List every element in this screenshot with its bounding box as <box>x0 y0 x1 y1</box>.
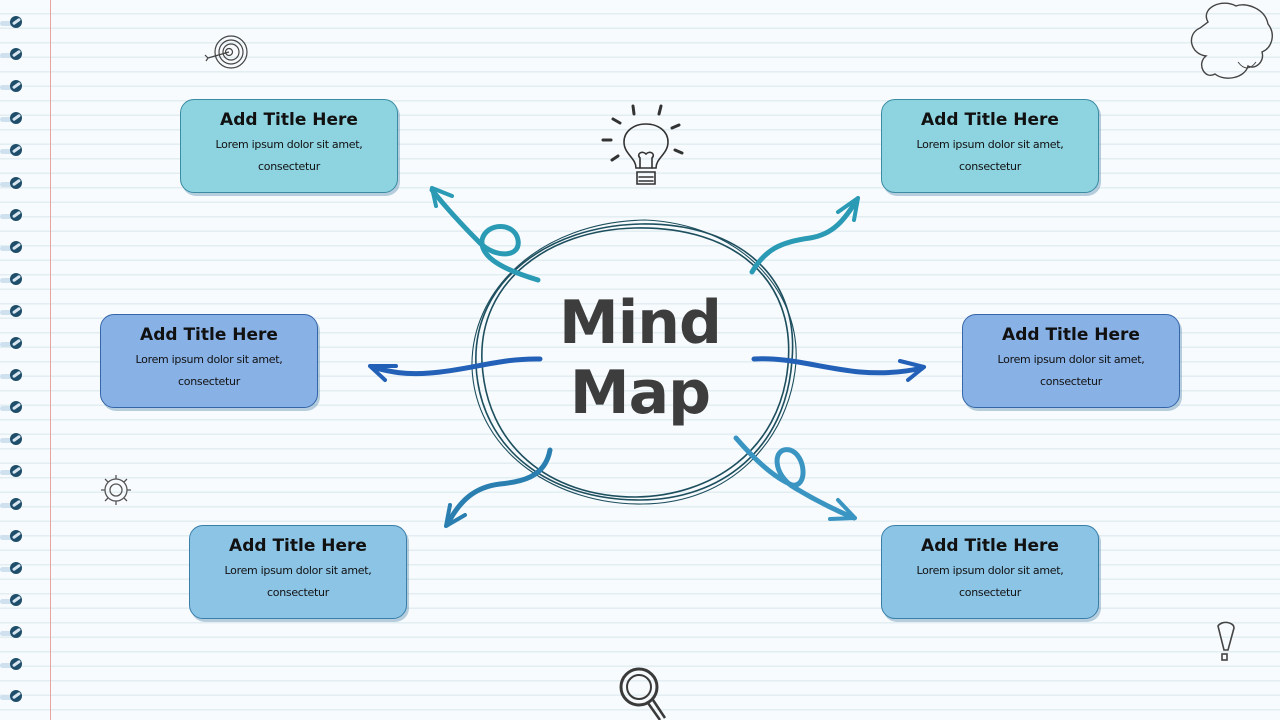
spiral-ring <box>0 658 26 672</box>
spiral-ring <box>0 144 26 158</box>
spiral-ring <box>0 625 26 640</box>
node-top-right[interactable]: Add Title Here Lorem ipsum dolor sit ame… <box>881 99 1099 193</box>
arrow-top-right <box>749 196 860 275</box>
spiral-ring <box>0 304 26 319</box>
node-title: Add Title Here <box>921 110 1059 130</box>
center-title[interactable]: Mind Map <box>520 288 760 428</box>
spiral-ring <box>0 465 26 479</box>
magnifier-icon <box>619 667 667 720</box>
spiral-ring <box>0 369 26 383</box>
spiral-ring <box>0 433 26 447</box>
spiral-ring <box>0 208 26 223</box>
node-body: Lorem ipsum dolor sit amet, consectetur <box>916 564 1064 599</box>
node-bottom-left[interactable]: Add Title Here Lorem ipsum dolor sit ame… <box>189 525 407 619</box>
node-body: Lorem ipsum dolor sit amet, consectetur <box>997 353 1145 388</box>
spiral-ring <box>0 497 26 512</box>
gear-icon <box>101 475 131 505</box>
arrow-top-left <box>429 186 541 283</box>
notebook-spiral <box>0 0 30 720</box>
node-body: Lorem ipsum dolor sit amet, consectetur <box>135 353 283 388</box>
exclamation-icon <box>1217 621 1235 661</box>
spiral-ring <box>0 48 26 62</box>
spiral-ring <box>0 593 26 608</box>
arrow-middle-left <box>368 356 543 382</box>
node-middle-left[interactable]: Add Title Here Lorem ipsum dolor sit ame… <box>100 314 318 408</box>
spiral-ring <box>0 690 26 704</box>
node-body: Lorem ipsum dolor sit amet, consectetur <box>224 564 372 599</box>
center-title-line2: Map <box>569 358 711 428</box>
node-body: Lorem ipsum dolor sit amet, consectetur <box>916 138 1064 173</box>
lightbulb-icon <box>601 104 684 185</box>
arrow-middle-right <box>751 356 926 382</box>
spiral-ring <box>0 80 26 94</box>
node-title: Add Title Here <box>921 536 1059 556</box>
margin-line <box>50 0 51 720</box>
node-title: Add Title Here <box>140 325 278 345</box>
spiral-ring <box>0 112 26 126</box>
spiral-ring <box>0 16 26 30</box>
thought-cloud-icon <box>1190 2 1273 79</box>
node-middle-right[interactable]: Add Title Here Lorem ipsum dolor sit ame… <box>962 314 1180 408</box>
spiral-ring <box>0 337 26 351</box>
node-title: Add Title Here <box>220 110 358 130</box>
arrow-bottom-left <box>444 447 553 528</box>
spiral-ring <box>0 176 26 191</box>
arrow-bottom-right <box>733 435 857 521</box>
spiral-ring <box>0 529 26 544</box>
spiral-ring <box>0 240 26 255</box>
node-body: Lorem ipsum dolor sit amet, consectetur <box>215 138 363 173</box>
node-top-left[interactable]: Add Title Here Lorem ipsum dolor sit ame… <box>180 99 398 193</box>
spiral-ring <box>0 561 26 576</box>
center-title-line1: Mind <box>559 288 722 358</box>
spiral-ring <box>0 272 26 287</box>
node-bottom-right[interactable]: Add Title Here Lorem ipsum dolor sit ame… <box>881 525 1099 619</box>
spiral-ring <box>0 401 26 415</box>
target-icon <box>204 35 248 69</box>
node-title: Add Title Here <box>1002 325 1140 345</box>
node-title: Add Title Here <box>229 536 367 556</box>
